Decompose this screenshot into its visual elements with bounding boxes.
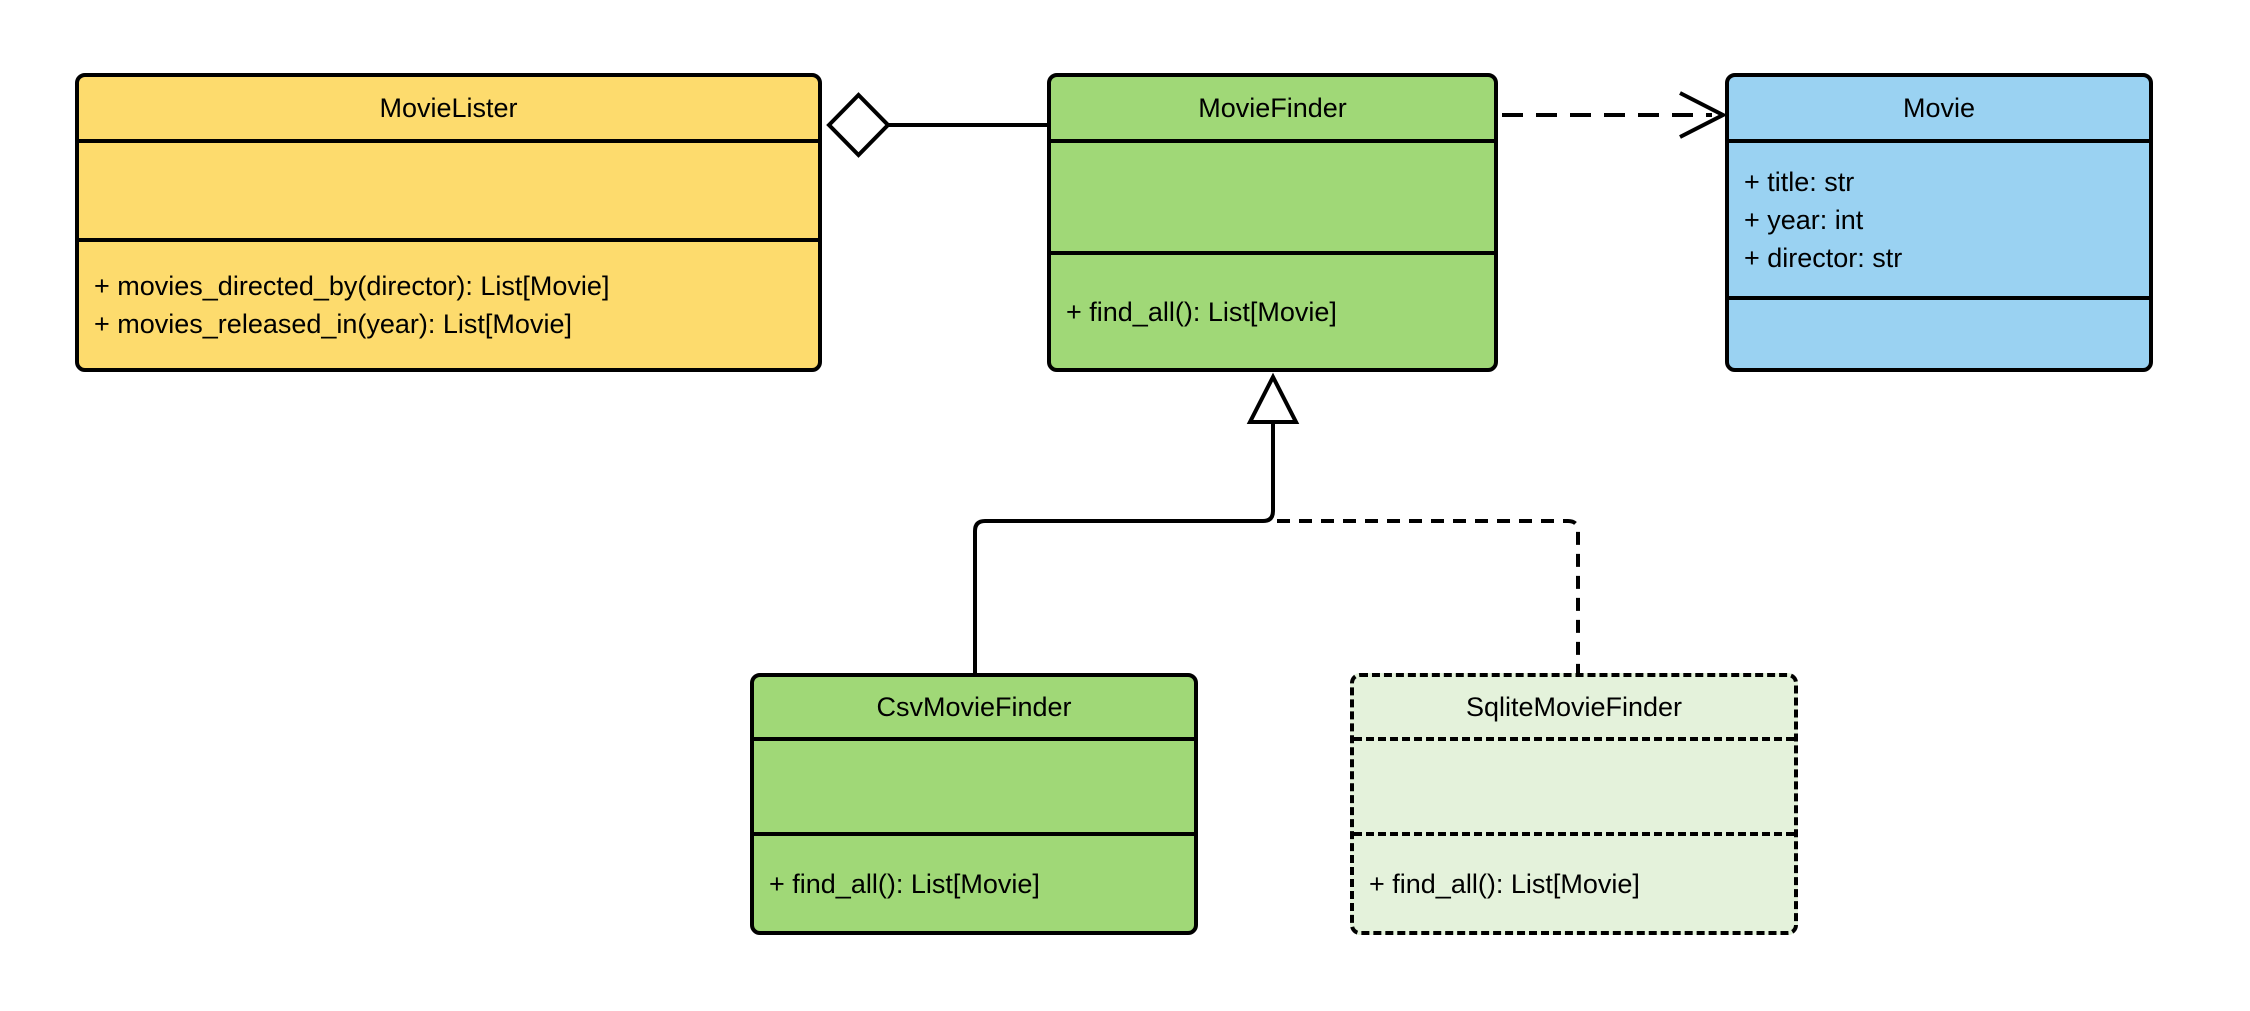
attribute-label: + title: str — [1744, 166, 1855, 197]
class-movie-title: Movie — [1729, 77, 2149, 143]
class-csvmoviefinder[interactable]: CsvMovieFinder + find_all(): List[Movie] — [750, 673, 1198, 935]
method-label: + find_all(): List[Movie] — [769, 868, 1040, 899]
aggregation-diamond-icon[interactable] — [826, 92, 891, 158]
generalization-solid-connector[interactable] — [973, 372, 1300, 675]
class-movie-methods-section — [1729, 300, 2149, 368]
dependency-connector[interactable] — [1502, 91, 1728, 139]
method-label: + find_all(): List[Movie] — [1066, 296, 1337, 327]
class-moviefinder-attributes-section — [1051, 143, 1494, 255]
class-sqlitemoviefinder-title: SqliteMovieFinder — [1354, 677, 1794, 741]
class-sqlitemoviefinder-attributes-section — [1354, 741, 1794, 836]
class-moviefinder[interactable]: MovieFinder + find_all(): List[Movie] — [1047, 73, 1498, 372]
class-csvmoviefinder-attributes-section — [754, 741, 1194, 836]
dependency-arrowhead-icon[interactable] — [1679, 91, 1728, 139]
class-movie[interactable]: Movie + title: str + year: int + directo… — [1725, 73, 2153, 372]
class-sqlitemoviefinder[interactable]: SqliteMovieFinder + find_all(): List[Mov… — [1350, 673, 1798, 935]
aggregation-connector[interactable] — [826, 92, 1051, 158]
class-movie-attributes-section: + title: str + year: int + director: str — [1729, 143, 2149, 300]
class-csvmoviefinder-methods-section: + find_all(): List[Movie] — [754, 836, 1194, 931]
class-moviefinder-title: MovieFinder — [1051, 77, 1494, 143]
attribute-label: + year: int — [1744, 204, 1864, 235]
class-movielister-methods-section: + movies_directed_by(director): List[Mov… — [79, 242, 818, 368]
method-label: + find_all(): List[Movie] — [1369, 868, 1640, 899]
class-sqlitemoviefinder-methods-section: + find_all(): List[Movie] — [1354, 836, 1794, 931]
method-label: + movies_released_in(year): List[Movie] — [94, 309, 572, 339]
attribute-label: + director: str — [1744, 242, 1903, 273]
class-movielister-attributes-section — [79, 143, 818, 242]
generalization-dashed-connector[interactable] — [1277, 519, 1580, 675]
generalization-dashed-line[interactable] — [1277, 519, 1580, 675]
generalization-solid-line[interactable] — [973, 422, 1275, 675]
method-label: + movies_directed_by(director): List[Mov… — [94, 271, 610, 301]
class-movielister-title: MovieLister — [79, 77, 818, 143]
class-movielister[interactable]: MovieLister + movies_directed_by(directo… — [75, 73, 822, 372]
class-moviefinder-methods-section: + find_all(): List[Movie] — [1051, 255, 1494, 368]
inheritance-triangle-icon[interactable] — [1246, 372, 1300, 424]
class-csvmoviefinder-title: CsvMovieFinder — [754, 677, 1194, 741]
